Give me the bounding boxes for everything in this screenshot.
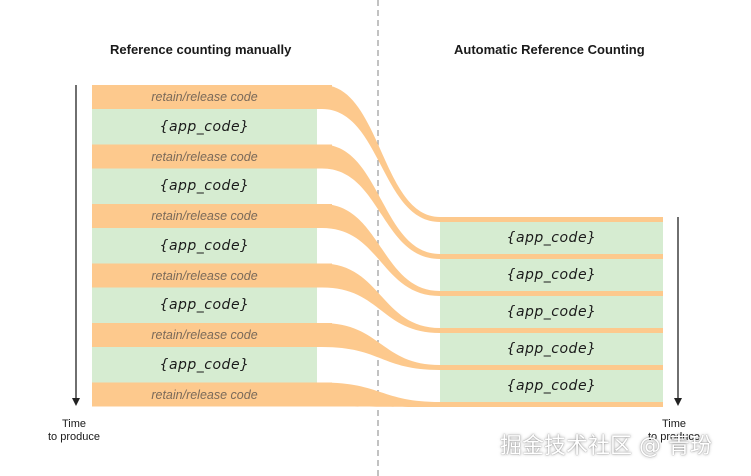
- app-code-block: [92, 287, 317, 323]
- retain-release-block: [92, 144, 332, 169]
- left-time-label-line2: to produce: [48, 431, 100, 443]
- right-time-label-line1: Time: [661, 418, 687, 430]
- app-code-label: {app_code}: [159, 356, 250, 373]
- app-code-label: {app_code}: [506, 267, 597, 283]
- left-time-label-line1: Time: [61, 418, 87, 430]
- app-code-block: [92, 109, 317, 145]
- left-panel-title: Reference counting manually: [110, 42, 292, 57]
- flow-ribbon: [322, 323, 440, 370]
- retain-release-label: retain/release code: [151, 328, 258, 342]
- app-code-block: [92, 347, 317, 383]
- app-code-block: [440, 296, 663, 328]
- app-code-label: {app_code}: [506, 230, 597, 246]
- flow-ribbon: [322, 144, 440, 259]
- flow-ribbon: [322, 85, 440, 222]
- right-time-arrow-head: [674, 398, 682, 406]
- retain-release-label: retain/release code: [151, 90, 258, 104]
- app-code-block: [440, 333, 663, 365]
- retain-release-block: [92, 323, 332, 347]
- flow-ribbon: [322, 263, 440, 333]
- retain-release-block: [92, 263, 332, 288]
- right-panel-title: Automatic Reference Counting: [454, 42, 645, 57]
- app-code-label: {app_code}: [506, 341, 597, 357]
- right-time-label: Time to produce: [648, 418, 700, 444]
- app-code-label: {app_code}: [159, 297, 250, 314]
- app-code-block: [92, 168, 317, 204]
- app-code-block: [440, 259, 663, 291]
- left-time-arrow-head: [72, 398, 80, 406]
- retain-release-block: [92, 382, 332, 407]
- retain-release-label: retain/release code: [151, 149, 258, 164]
- retain-release-label: retain/release code: [151, 209, 258, 223]
- app-code-label: {app_code}: [159, 118, 250, 135]
- app-code-block: [440, 370, 663, 402]
- app-code-block: [92, 228, 317, 264]
- app-code-label: {app_code}: [159, 178, 250, 195]
- retain-release-block: [92, 204, 332, 228]
- left-time-label: Time to produce: [48, 418, 100, 444]
- app-code-block: [440, 222, 663, 254]
- flow-ribbon: [322, 204, 440, 296]
- app-code-label: {app_code}: [506, 378, 597, 394]
- app-code-label: {app_code}: [159, 237, 250, 254]
- retain-release-block: [92, 85, 332, 109]
- right-time-label-line2: to produce: [648, 431, 700, 443]
- retain-release-label: retain/release code: [151, 268, 258, 283]
- flow-ribbon: [322, 382, 440, 407]
- app-code-label: {app_code}: [506, 304, 597, 320]
- retain-release-label: retain/release code: [151, 387, 258, 402]
- watermark: 掘金技术社区 @ 青玢: [500, 434, 712, 459]
